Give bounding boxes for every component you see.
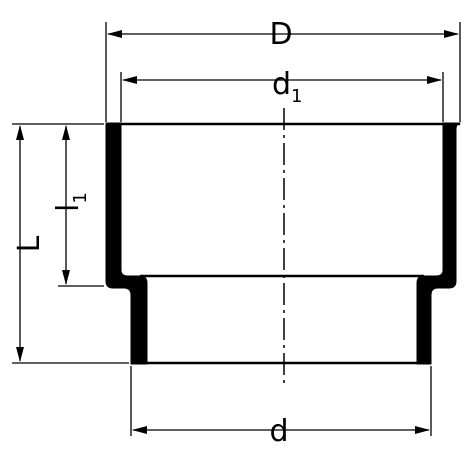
dimension-socket-diameter: d1	[120, 67, 444, 122]
label-D: D	[269, 17, 292, 52]
fitting-body	[105, 122, 461, 365]
dimension-outer-diameter: D	[105, 17, 461, 122]
right-wall	[416, 122, 461, 365]
dimension-socket-depth: l1	[51, 125, 104, 287]
label-d: d	[269, 414, 288, 449]
dimension-overall-length: L	[12, 123, 129, 364]
label-l1: l1	[51, 192, 91, 212]
label-L: L	[12, 235, 47, 252]
label-d1: d1	[272, 67, 303, 107]
left-wall	[105, 122, 148, 365]
dimension-spigot-diameter: d	[130, 366, 432, 449]
